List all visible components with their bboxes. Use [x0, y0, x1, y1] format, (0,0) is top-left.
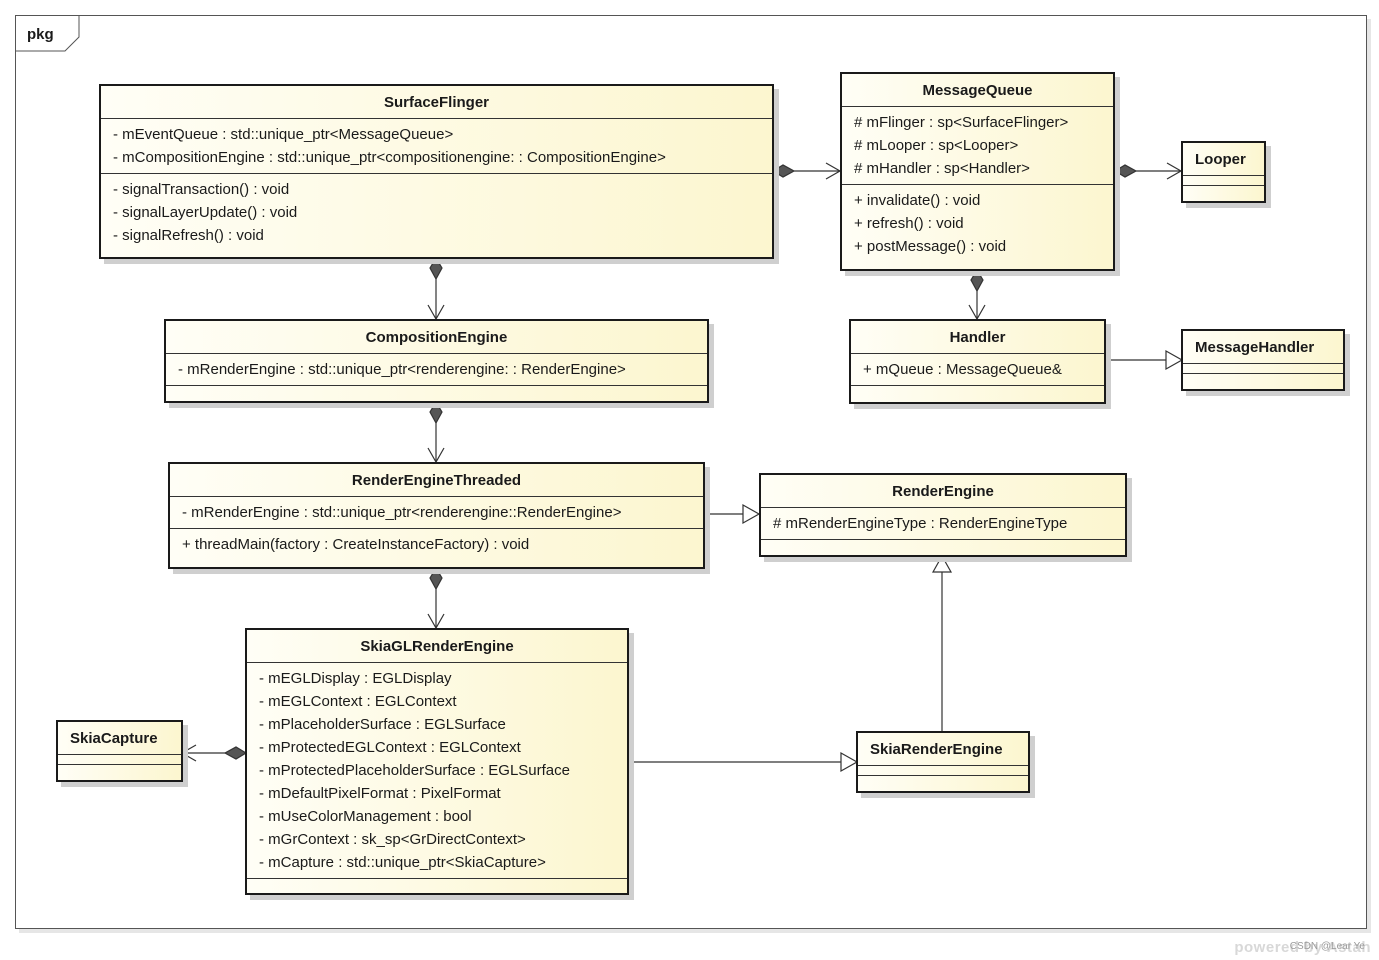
- attributes-compartment: - mRenderEngine : std::unique_ptr<render…: [166, 354, 707, 386]
- class-handler[interactable]: Handler + mQueue : MessageQueue&: [849, 319, 1106, 404]
- watermark: powered by Astah: [1234, 939, 1371, 956]
- attribute: # mFlinger : sp<SurfaceFlinger>: [854, 114, 1069, 131]
- attribute: # mRenderEngineType : RenderEngineType: [773, 515, 1068, 532]
- operations-compartment: [851, 386, 1104, 395]
- attributes-compartment: # mRenderEngineType : RenderEngineType: [761, 508, 1125, 540]
- attribute: # mLooper : sp<Looper>: [854, 137, 1019, 154]
- attribute: - mUseColorManagement : bool: [259, 808, 472, 825]
- attributes-compartment: + mQueue : MessageQueue&: [851, 354, 1104, 386]
- class-name: Looper: [1183, 143, 1264, 176]
- operations-compartment: [247, 879, 627, 888]
- class-name: MessageQueue: [842, 74, 1113, 107]
- package-tab: [15, 15, 80, 52]
- edge-renderenginethreaded-renderengine: [705, 503, 761, 525]
- attribute: + mQueue : MessageQueue&: [863, 361, 1062, 378]
- operation: - signalRefresh() : void: [113, 227, 264, 244]
- operations-compartment: + invalidate() : void + refresh() : void…: [842, 185, 1113, 262]
- attribute: - mProtectedPlaceholderSurface : EGLSurf…: [259, 762, 570, 779]
- attributes-compartment: [858, 766, 1028, 776]
- operations-compartment: + threadMain(factory : CreateInstanceFac…: [170, 529, 703, 560]
- class-name: SkiaCapture: [58, 722, 181, 755]
- attributes-compartment: [1183, 364, 1343, 374]
- operations-compartment: [1183, 186, 1264, 195]
- attribute: - mCompositionEngine : std::unique_ptr<c…: [113, 149, 666, 166]
- attributes-compartment: - mRenderEngine : std::unique_ptr<render…: [170, 497, 703, 529]
- attributes-compartment: - mEGLDisplay : EGLDisplay - mEGLContext…: [247, 663, 627, 879]
- attributes-compartment: # mFlinger : sp<SurfaceFlinger> # mLoope…: [842, 107, 1113, 185]
- operations-compartment: [58, 765, 181, 774]
- attributes-compartment: [1183, 176, 1264, 186]
- attribute: - mEGLContext : EGLContext: [259, 693, 457, 710]
- class-looper[interactable]: Looper: [1181, 141, 1266, 203]
- class-name: SurfaceFlinger: [101, 86, 772, 119]
- class-skiaglrenderengine[interactable]: SkiaGLRenderEngine - mEGLDisplay : EGLDi…: [245, 628, 629, 895]
- edge-surfaceflinger-messagequeue: [771, 162, 842, 180]
- attribute: - mRenderEngine : std::unique_ptr<render…: [182, 504, 622, 521]
- attributes-compartment: - mEventQueue : std::unique_ptr<MessageQ…: [101, 119, 772, 174]
- edge-skiaglrenderengine-skiarenderengine: [629, 751, 859, 773]
- class-name: Handler: [851, 321, 1104, 354]
- class-compositionengine[interactable]: CompositionEngine - mRenderEngine : std:…: [164, 319, 709, 403]
- edge-skiarenderengine-renderengine: [931, 554, 953, 732]
- class-skiacapture[interactable]: SkiaCapture: [56, 720, 183, 782]
- edge-messagequeue-handler: [968, 268, 986, 321]
- operation: - signalTransaction() : void: [113, 181, 290, 198]
- attribute: - mRenderEngine : std::unique_ptr<render…: [178, 361, 626, 378]
- edge-compositionengine-renderenginethreaded: [427, 400, 445, 464]
- class-renderengine[interactable]: RenderEngine # mRenderEngineType : Rende…: [759, 473, 1127, 557]
- operations-compartment: [858, 776, 1028, 785]
- edge-messagequeue-looper: [1113, 162, 1183, 180]
- attribute: - mDefaultPixelFormat : PixelFormat: [259, 785, 501, 802]
- operations-compartment: [761, 540, 1125, 549]
- class-name: RenderEngine: [761, 475, 1125, 508]
- operations-compartment: [1183, 374, 1343, 383]
- edge-handler-messagehandler: [1106, 349, 1184, 371]
- attribute: - mEventQueue : std::unique_ptr<MessageQ…: [113, 126, 454, 143]
- attributes-compartment: [58, 755, 181, 765]
- attribute: - mGrContext : sk_sp<GrDirectContext>: [259, 831, 526, 848]
- class-surfaceflinger[interactable]: SurfaceFlinger - mEventQueue : std::uniq…: [99, 84, 774, 259]
- attribute: # mHandler : sp<Handler>: [854, 160, 1030, 177]
- attribute: - mCapture : std::unique_ptr<SkiaCapture…: [259, 854, 546, 871]
- class-name: MessageHandler: [1183, 331, 1343, 364]
- class-skiarenderengine[interactable]: SkiaRenderEngine: [856, 731, 1030, 793]
- class-name: CompositionEngine: [166, 321, 707, 354]
- class-messagequeue[interactable]: MessageQueue # mFlinger : sp<SurfaceFlin…: [840, 72, 1115, 271]
- edge-renderenginethreaded-skiaglrenderengine: [427, 566, 445, 630]
- operation: + refresh() : void: [854, 215, 964, 232]
- operation: + postMessage() : void: [854, 238, 1007, 255]
- edge-surfaceflinger-compositionengine: [427, 256, 445, 321]
- operation: - signalLayerUpdate() : void: [113, 204, 298, 221]
- watermark-overlay: CSDN @Lear Ye: [1289, 941, 1365, 952]
- operation: + threadMain(factory : CreateInstanceFac…: [182, 536, 530, 553]
- class-name: SkiaRenderEngine: [858, 733, 1028, 766]
- edge-skiaglrenderengine-skiacapture: [180, 744, 248, 762]
- class-name: SkiaGLRenderEngine: [247, 630, 627, 663]
- attribute: - mPlaceholderSurface : EGLSurface: [259, 716, 506, 733]
- class-messagehandler[interactable]: MessageHandler: [1181, 329, 1345, 391]
- operations-compartment: - signalTransaction() : void - signalLay…: [101, 174, 772, 251]
- operation: + invalidate() : void: [854, 192, 981, 209]
- attribute: - mProtectedEGLContext : EGLContext: [259, 739, 521, 756]
- class-renderenginethreaded[interactable]: RenderEngineThreaded - mRenderEngine : s…: [168, 462, 705, 569]
- operations-compartment: [166, 386, 707, 395]
- class-name: RenderEngineThreaded: [170, 464, 703, 497]
- package-label: pkg: [27, 26, 54, 43]
- attribute: - mEGLDisplay : EGLDisplay: [259, 670, 452, 687]
